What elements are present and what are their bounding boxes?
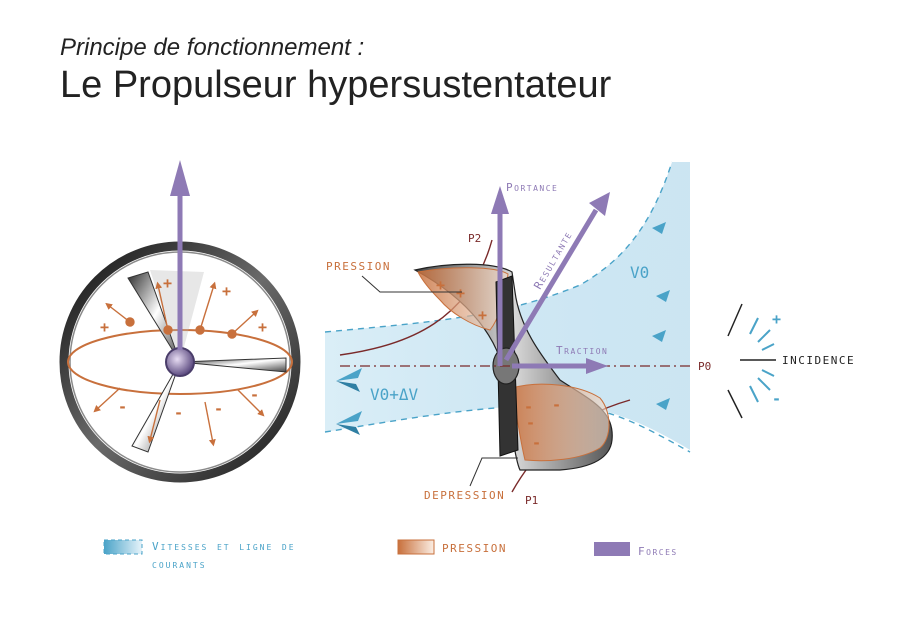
v0-label: V0: [630, 263, 649, 282]
resultant-arrowhead: [589, 192, 610, 216]
p1-label: P1: [525, 494, 538, 507]
flow-region: [325, 162, 690, 450]
plus-sign: +: [478, 306, 487, 324]
incidence-indicator: + - INCIDENCE: [727, 303, 855, 419]
outflow-arrow: [336, 368, 362, 381]
plus-sign: +: [100, 318, 109, 336]
blade-shadow: [150, 270, 204, 362]
velocity-arrows: [652, 222, 670, 410]
page-subtitle: Principe de fonctionnement :: [60, 34, 365, 61]
minus-sign: -: [552, 396, 561, 414]
resultant-arrow: [503, 208, 599, 362]
plus-sign: +: [258, 318, 267, 336]
minus-sign: -: [526, 414, 535, 432]
plus-sign: +: [456, 284, 465, 302]
depression-label: depression: [424, 489, 505, 502]
lift-arrowhead-front: [170, 160, 190, 196]
minus-sign: -: [214, 400, 223, 418]
minus-sign: -: [524, 398, 533, 416]
minus-sign: -: [250, 386, 259, 404]
legend-speed-label-1: Vitesses et ligne de: [152, 540, 296, 553]
pressure-arrows-lower: [93, 387, 265, 447]
portance-label: Portance: [506, 181, 558, 194]
minus-sign: -: [532, 434, 541, 452]
pression-label: pression: [326, 260, 391, 273]
p2-label: P2: [468, 232, 481, 245]
propeller-blade: [179, 357, 287, 373]
pressure-arrows-upper: [105, 281, 259, 339]
outflow-arrow: [336, 411, 362, 424]
pression-leader: [361, 275, 462, 293]
page-title: Le Propulseur hypersustentateur: [60, 64, 612, 106]
minus-sign: -: [118, 398, 127, 416]
streamline-upper: [324, 161, 673, 333]
legend: Vitesses et ligne de courants pression F…: [103, 539, 678, 571]
propeller-hub: [165, 347, 195, 377]
propeller-blade: [127, 271, 181, 363]
lift-arrowhead-side: [491, 186, 509, 214]
side-view: + + + - - - - Portance Resultante Tracti…: [324, 161, 855, 507]
depression-zone-bottom: [511, 383, 610, 462]
minus-sign: -: [174, 404, 183, 422]
legend-pressure-swatch: [397, 539, 435, 555]
legend-pressure-label: pression: [442, 542, 507, 555]
outflow-arrow: [336, 381, 360, 392]
v0dv-label: V0+ΔV: [370, 385, 419, 404]
pressure-zone-top: [417, 267, 509, 331]
incidence-minus: -: [772, 390, 781, 408]
legend-speed-swatch: [103, 539, 143, 555]
legend-forces-swatch: [594, 542, 630, 556]
plus-sign: +: [436, 276, 445, 294]
incidence-plus: +: [772, 310, 781, 328]
legend-speed-label-2: courants: [152, 558, 207, 571]
propeller-blade: [131, 361, 181, 453]
outflow-arrow: [336, 424, 360, 435]
p0-label: P0: [698, 360, 711, 373]
depression-leader: [469, 457, 518, 487]
front-view: + + + + - - - -: [59, 160, 301, 483]
plus-sign: +: [222, 282, 231, 300]
traction-label: Traction: [556, 344, 608, 357]
plus-sign: +: [163, 274, 172, 292]
incidence-label: INCIDENCE: [782, 354, 855, 367]
traction-arrowhead: [586, 358, 608, 374]
legend-forces-label: Forces: [638, 545, 678, 558]
title-block: Principe de fonctionnement : Le Propulse…: [60, 34, 611, 107]
